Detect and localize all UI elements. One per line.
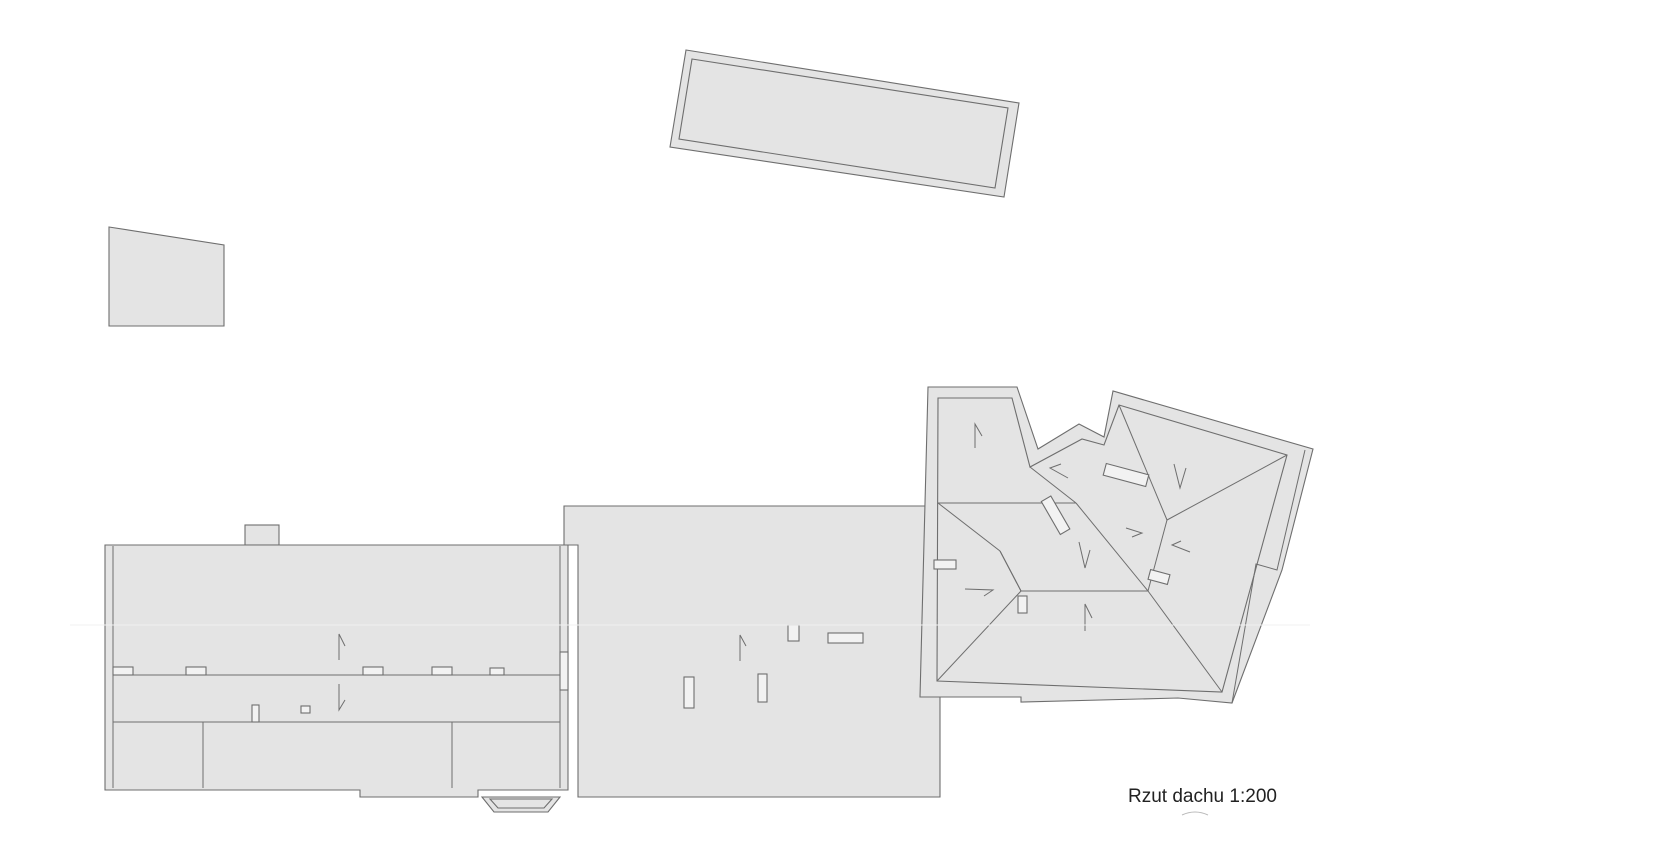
slope-arrow [1125,527,1144,538]
slope-arrow [338,684,346,712]
caption-underline-mark [1181,811,1209,816]
slope-arrow [1048,463,1069,479]
chimney [244,524,280,546]
caption-scale: 1:200 [1229,786,1277,807]
skylight [251,704,260,723]
skylight [300,705,311,714]
skylight [112,666,134,676]
shed-west [108,226,225,327]
drawing-caption: Rzut dachu 1:200 [1128,786,1277,808]
slope-arrow [974,422,983,448]
skylight [933,559,957,570]
east-wing-roof [919,386,1314,704]
skylight [1102,462,1150,488]
slope-arrow [739,634,747,661]
slope-arrow [1173,463,1187,490]
skylight [185,666,207,676]
skylight [431,666,453,676]
skylight [827,632,864,644]
slope-arrow [1084,603,1093,631]
middle-wing-roof [563,505,941,798]
slope-arrow [964,588,995,597]
skylight [757,673,768,703]
slope-arrow [338,633,346,660]
skylight [1017,595,1028,614]
west-wing-roof [104,544,611,813]
detached-building-north [669,49,1020,198]
slope-arrow [1170,540,1191,553]
skylight [1147,568,1171,586]
slope-arrow [1078,541,1091,569]
skylight [683,676,695,709]
skylight [362,666,384,676]
skylight [787,624,800,642]
skylight [489,667,505,676]
skylight [559,651,569,691]
skylight [1040,495,1071,536]
caption-title: Rzut dachu [1128,786,1225,807]
